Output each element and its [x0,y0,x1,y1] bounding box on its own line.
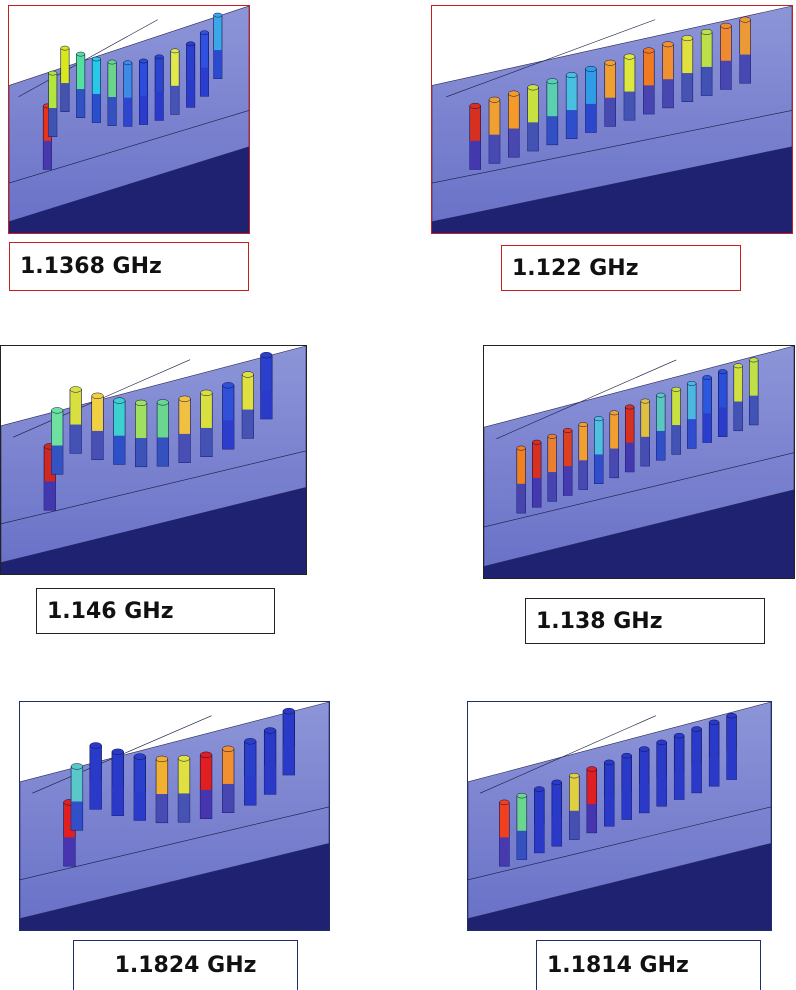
rod-element [260,351,273,420]
antenna-plot-5 [20,702,329,930]
rod-element [527,84,539,152]
rod-element [708,719,720,787]
frequency-label-4: 1.138 GHz [525,598,765,644]
rod-element [720,22,732,90]
frequency-label-3: 1.146 GHz [36,588,275,634]
rod-element [177,755,191,823]
rod-element [213,12,223,79]
rod-element [178,395,191,463]
rod-element [170,48,180,115]
rod-element [681,35,694,102]
ground-plane [484,346,794,567]
rod-element [640,398,650,467]
rod-element [76,51,86,118]
frequency-label-6: 1.1814 GHz [536,940,761,990]
rod-element [186,41,196,108]
rod-element [222,382,235,450]
figure-panel-3 [0,345,307,575]
rod-element [726,712,737,780]
rod-element [733,363,743,432]
figure-panel-1 [8,5,250,234]
rod-element [89,742,102,810]
frequency-label-1: 1.1368 GHz [9,242,249,291]
figure-panel-2 [431,5,793,234]
antenna-plot-1 [9,6,249,233]
rod-element [593,416,604,484]
rod-element [578,422,588,490]
rod-element [91,392,104,460]
rod-element [585,65,597,133]
rod-element [739,16,751,84]
rod-element [139,58,149,125]
rod-element [562,427,573,496]
rod-element [700,28,713,96]
rod-element [516,445,526,514]
frequency-label-2: 1.122 GHz [501,245,741,291]
rod-element [673,732,685,800]
rod-element [69,386,82,454]
figure-panel-5 [19,701,330,931]
rod-element [199,751,213,819]
antenna-plot-2 [432,6,792,233]
antenna-plot-4 [484,346,794,578]
rod-element [156,399,169,467]
rod-element [621,752,632,820]
rod-element [586,766,597,834]
rod-element [244,738,257,806]
rod-element [263,727,277,795]
rod-element [154,54,164,121]
figure-panel-6 [467,701,772,931]
rod-element [488,96,501,164]
rod-element [569,772,580,840]
rod-element [221,745,235,813]
rod-element [282,707,295,776]
rod-element [135,399,148,468]
rod-element [113,397,126,465]
rod-element [551,779,563,847]
rod-element [516,792,528,860]
rod-element [499,799,510,867]
rod-element [534,786,545,854]
rod-element [91,56,101,123]
rod-element [662,41,674,109]
rod-element [199,30,209,97]
antenna-plot-3 [1,346,306,574]
rod-element [656,739,667,807]
rod-element [155,755,169,824]
rod-element [604,59,616,127]
rod-element [241,371,254,439]
rod-element [60,45,70,112]
rod-element [200,389,213,457]
rod-element [638,746,650,814]
rod-element [531,439,542,508]
rod-element [655,392,666,461]
frequency-label-5: 1.1824 GHz [73,940,298,990]
antenna-plot-6 [468,702,771,930]
rod-element [691,726,702,794]
figure-panel-4 [483,345,795,579]
rod-element [111,748,124,816]
rod-element [48,70,58,137]
rod-element [702,375,712,443]
rod-element [508,90,520,158]
rod-element [133,753,147,821]
rod-element [623,53,636,121]
rod-element [565,72,578,139]
rod-element [643,47,655,115]
rod-element [70,763,84,831]
rod-element [547,433,557,502]
rod-element [624,404,635,473]
rod-element [686,380,697,449]
rod-element [469,102,481,170]
rod-element [51,407,64,475]
rod-element [107,59,117,126]
rod-element [748,357,759,426]
rod-element [123,60,133,127]
rod-element [546,78,559,146]
rod-element [671,386,681,455]
rod-element [609,410,619,479]
rod-element [717,369,728,437]
rod-element [604,759,615,827]
